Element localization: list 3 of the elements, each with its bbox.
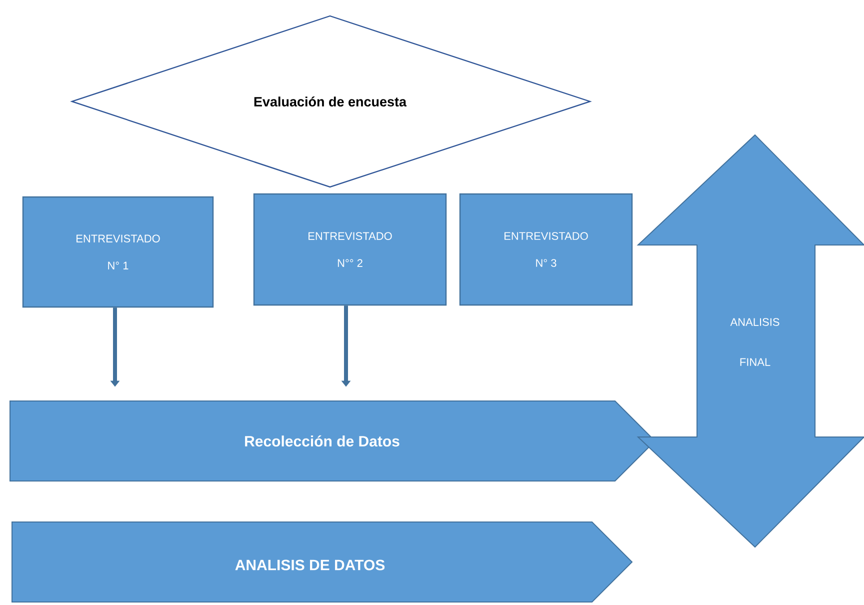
process-box: ENTREVISTADO N° 3 (459, 193, 633, 306)
process-box: ENTREVISTADO N° 1 (22, 196, 214, 308)
process-box: ENTREVISTADO N°° 2 (253, 193, 447, 306)
